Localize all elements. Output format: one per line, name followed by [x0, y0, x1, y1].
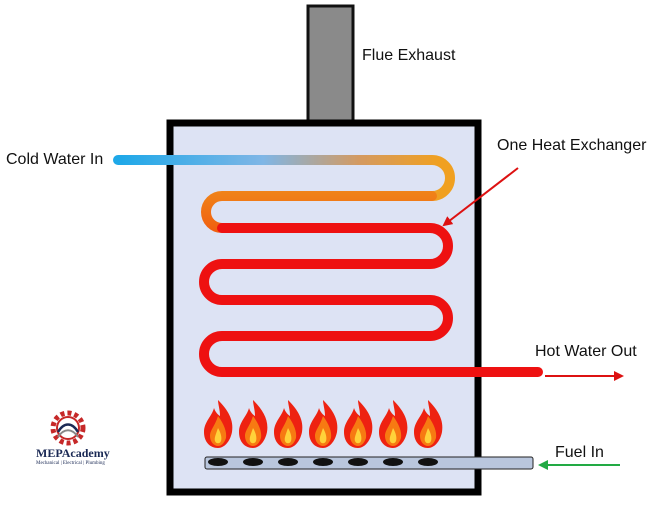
burner-nozzles: [208, 458, 438, 466]
burner-nozzle: [418, 458, 438, 466]
coil-warm-turn: [201, 191, 437, 233]
fuel-in-label: Fuel In: [555, 444, 604, 461]
burner-nozzle: [278, 458, 298, 466]
flue-exhaust-label: Flue Exhaust: [362, 47, 456, 64]
coil-hot-section: [199, 223, 543, 377]
burner-nozzle: [243, 458, 263, 466]
heat-exchanger-label: One Heat Exchanger: [497, 137, 647, 154]
logo-tagline: Mechanical | Electrical | Plumbing: [36, 461, 105, 466]
heat-exchanger-pointer-arrow: [442, 167, 519, 227]
mep-academy-logo-icon: [50, 410, 86, 446]
cold-water-pipe: [113, 155, 455, 201]
cold-water-in-label: Cold Water In: [6, 151, 104, 168]
burner-nozzle: [208, 458, 228, 466]
heat-exchanger-coil: [113, 155, 543, 377]
burner-nozzle: [348, 458, 368, 466]
burner-nozzle: [313, 458, 333, 466]
logo-name: MEPAcademy: [36, 446, 110, 460]
flue-stack: [306, 4, 355, 124]
hot-water-out-label: Hot Water Out: [535, 343, 637, 360]
burner-nozzle: [383, 458, 403, 466]
